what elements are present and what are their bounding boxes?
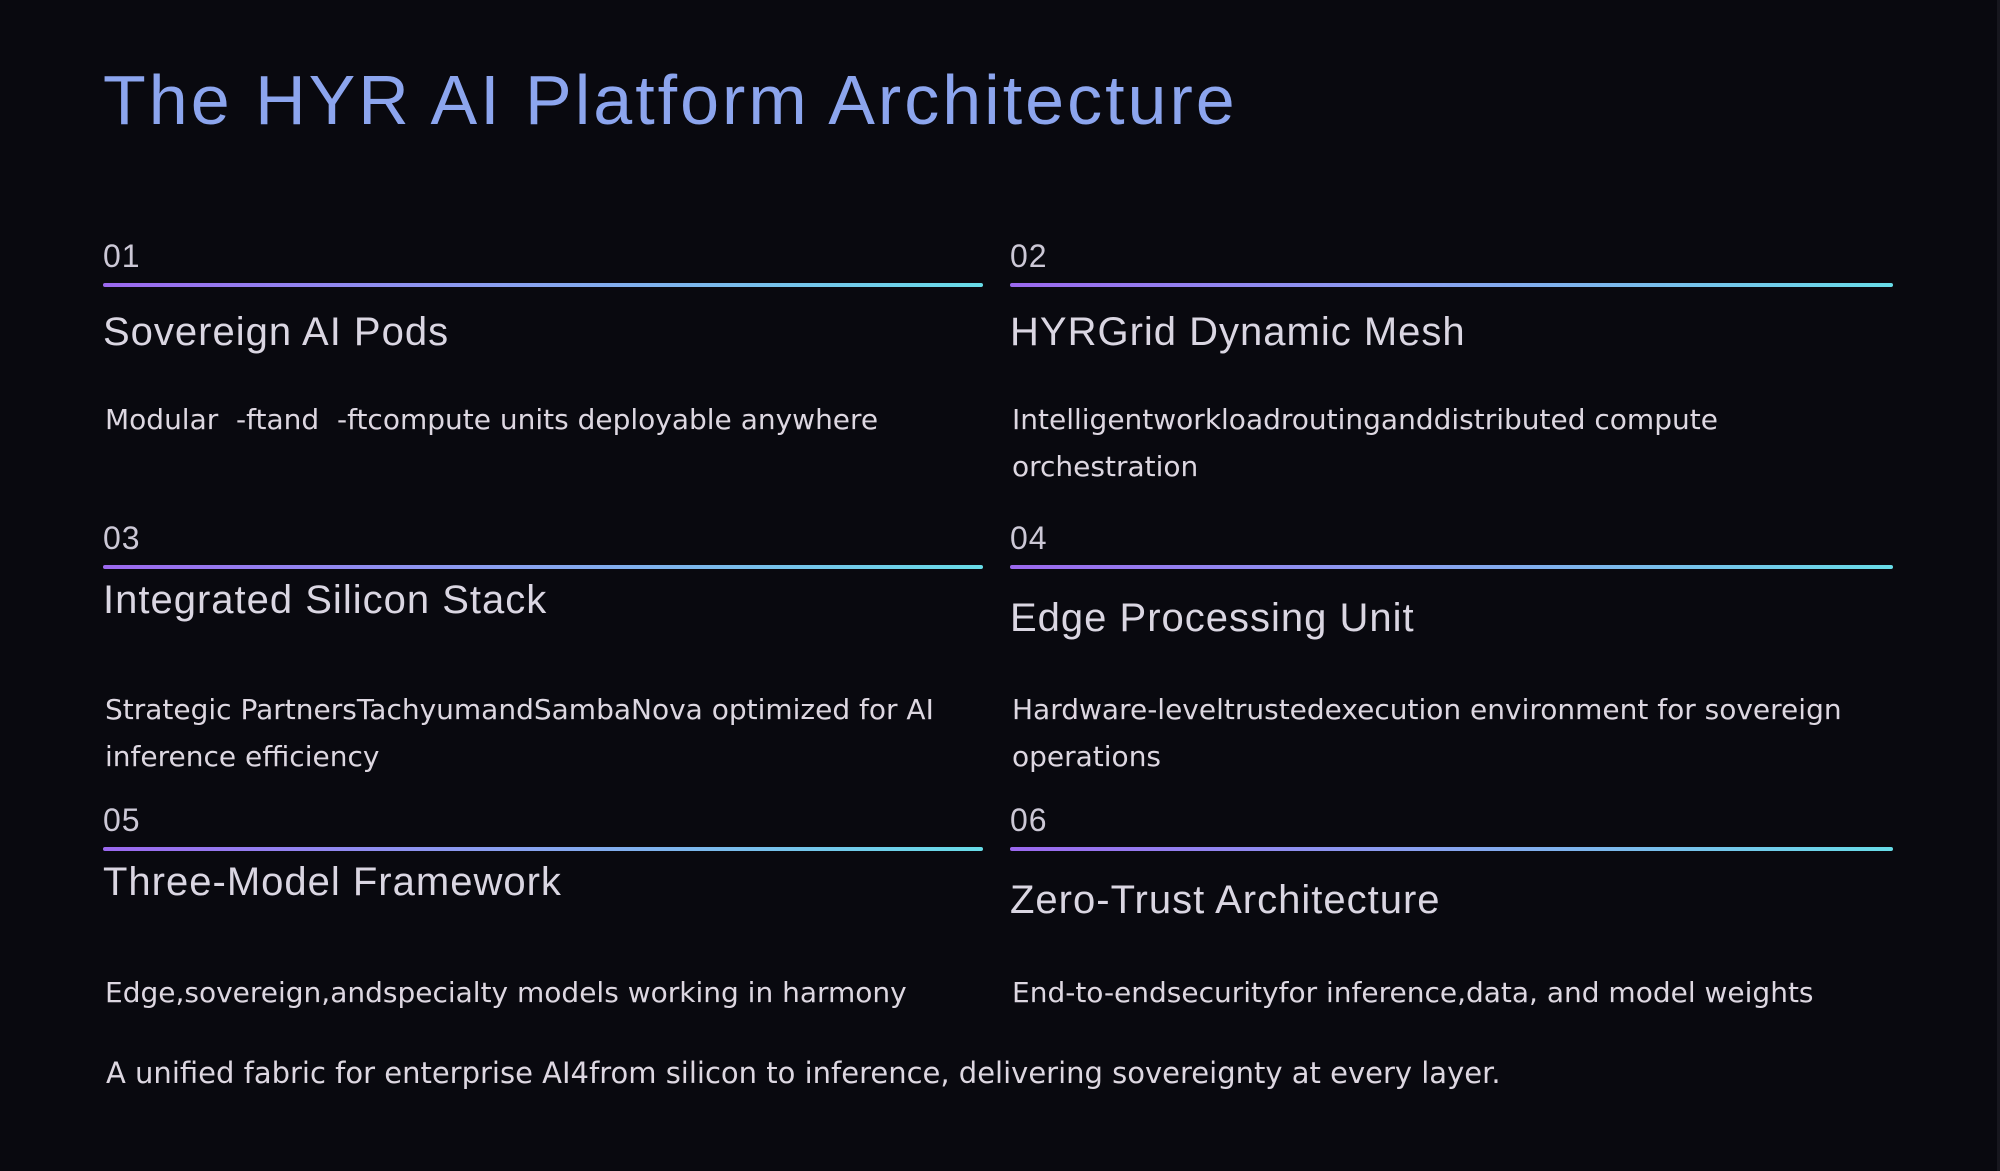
- section-cell-06: 06 Zero-Trust Architecture End-to-endsec…: [1010, 794, 1893, 1076]
- gradient-divider: [1010, 847, 1893, 851]
- section-cell-04: 04 Edge Processing Unit Hardware-leveltr…: [1010, 512, 1893, 794]
- section-description: Intelligentworkloadroutinganddistributed…: [1012, 403, 1727, 483]
- gradient-divider: [103, 847, 983, 851]
- section-cell-01: 01 Sovereign AI Pods Modular -ftand -ftc…: [103, 230, 983, 512]
- section-cell-03: 03 Integrated Silicon Stack Strategic Pa…: [103, 512, 983, 794]
- section-title: Sovereign AI Pods: [103, 310, 450, 354]
- section-number: 03: [103, 520, 141, 556]
- gradient-divider: [1010, 565, 1893, 569]
- gradient-divider: [1010, 283, 1893, 287]
- section-description: Modular -ftand -ftcompute units deployab…: [105, 403, 879, 436]
- section-description: Edge,sovereign,andspecialty models worki…: [105, 976, 907, 1009]
- section-title: Zero-Trust Architecture: [1010, 878, 1441, 922]
- section-cell-02: 02 HYRGrid Dynamic Mesh Intelligentworkl…: [1010, 230, 1893, 512]
- section-number: 04: [1010, 520, 1048, 556]
- section-number: 01: [103, 238, 141, 274]
- footer-summary: A unified fabric for enterprise AI4from …: [106, 1056, 1501, 1090]
- section-description: Strategic PartnersTachyumandSambaNova op…: [105, 693, 943, 773]
- section-title: Edge Processing Unit: [1010, 596, 1415, 640]
- section-title: Integrated Silicon Stack: [103, 578, 548, 622]
- section-description: Hardware-leveltrustedexecution environme…: [1012, 693, 1851, 773]
- section-cell-05: 05 Three-Model Framework Edge,sovereign,…: [103, 794, 983, 1076]
- gradient-divider: [103, 565, 983, 569]
- section-number: 05: [103, 802, 141, 838]
- section-title: HYRGrid Dynamic Mesh: [1010, 310, 1466, 354]
- section-description: End-to-endsecurityfor inference,data, an…: [1012, 976, 1814, 1009]
- sections-grid: 01 Sovereign AI Pods Modular -ftand -ftc…: [103, 230, 1893, 1076]
- section-number: 06: [1010, 802, 1048, 838]
- section-title: Three-Model Framework: [103, 860, 562, 904]
- page-title: The HYR AI Platform Architecture: [103, 61, 1238, 139]
- gradient-divider: [103, 283, 983, 287]
- section-number: 02: [1010, 238, 1048, 274]
